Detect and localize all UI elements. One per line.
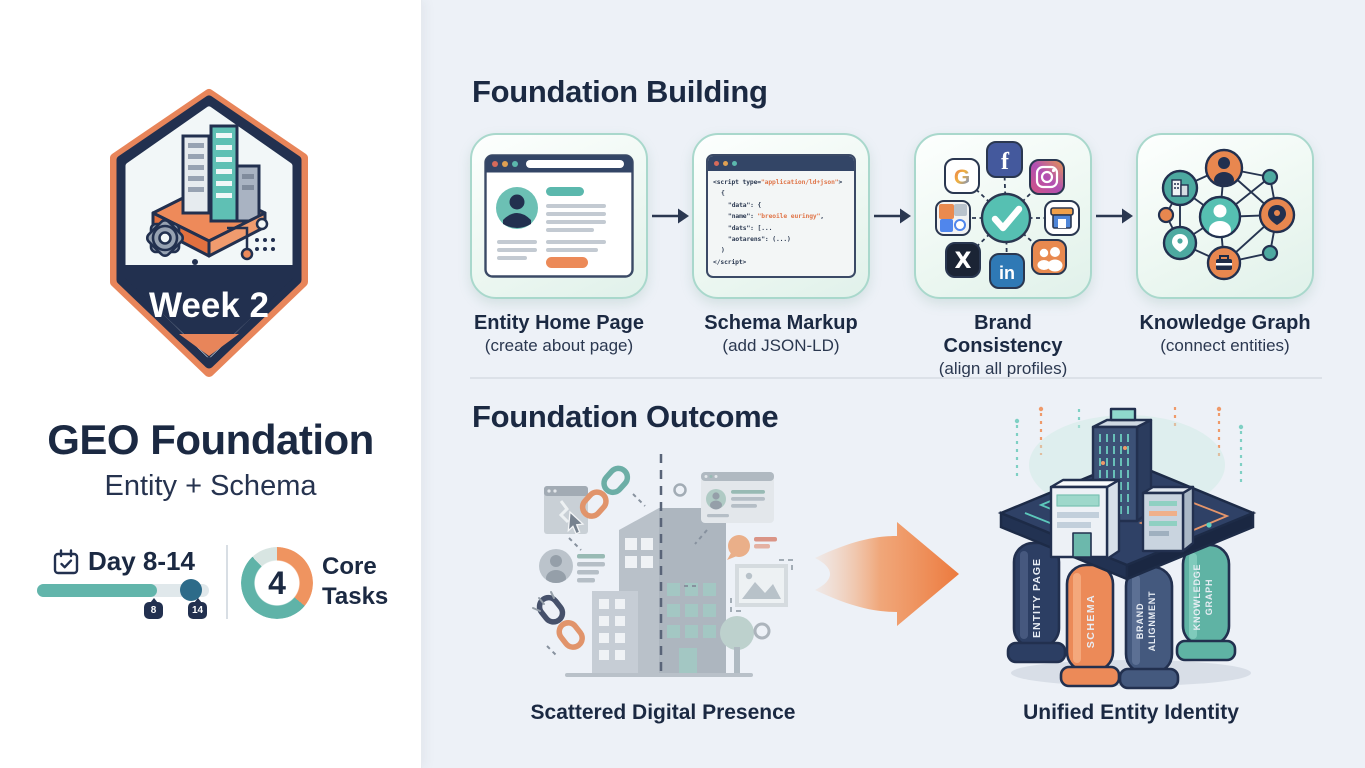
- contacts-icon: [1031, 239, 1067, 275]
- svg-text:G: G: [954, 166, 970, 189]
- broken-chain-icon: [536, 594, 585, 650]
- step-schema-markup: <script type="application/ld+json"> { "d…: [692, 133, 870, 356]
- scattered-illustration: [511, 438, 806, 698]
- right-panel: Foundation Building: [421, 0, 1365, 768]
- step-arrow-icon: [1092, 133, 1136, 299]
- svg-text:X: X: [955, 249, 972, 274]
- pillar-brand-alignment: [1118, 565, 1180, 690]
- svg-text:in: in: [999, 263, 1015, 283]
- slider-end-badge: 14: [188, 598, 207, 619]
- step-brand-consistency: G f: [914, 133, 1092, 379]
- chat-bubble-icon: [727, 535, 777, 560]
- pillar-label: ENTITY PAGE: [1031, 558, 1043, 638]
- location-node-icon: [1258, 196, 1296, 234]
- slider-start-badge: 8: [144, 598, 163, 619]
- unified-buildings-icon: [1049, 407, 1195, 561]
- step-title: Brand Consistency: [943, 312, 1063, 357]
- vertical-divider: [226, 545, 228, 619]
- badge-building-icon: [145, 124, 275, 265]
- step-subtitle: (create about page): [484, 336, 634, 355]
- step-card-entity-home-page: [470, 133, 648, 299]
- badge-triangle: [179, 334, 239, 356]
- day-range-label: Day 8-14: [88, 546, 195, 576]
- step-subtitle: (align all profiles): [938, 359, 1068, 378]
- network-node-small: [1157, 206, 1175, 224]
- instagram-icon: [1029, 159, 1065, 195]
- step-card-knowledge-graph: [1136, 133, 1314, 299]
- browser-profile-page-icon: [484, 154, 634, 278]
- unified-illustration: ENTITY PAGE SCHEMA BRAND ALIGNMENT KNOWL…: [979, 403, 1279, 696]
- x-icon: X: [945, 242, 981, 278]
- facebook-icon: f: [986, 141, 1023, 178]
- progress-slider: [37, 579, 209, 601]
- profile-card-icon: [701, 472, 774, 523]
- json-ld-snippet: <script type="application/ld+json"> { "d…: [713, 179, 843, 266]
- pillar-label: BRAND: [1135, 603, 1145, 640]
- tasks-donut: 4: [241, 547, 313, 619]
- profile-avatar-icon: [539, 549, 605, 583]
- section-heading-building: Foundation Building: [472, 74, 768, 109]
- step-title: Knowledge Graph: [1139, 312, 1311, 334]
- step-arrow-icon: [870, 133, 914, 299]
- pillar-label: ALIGNMENT: [1147, 591, 1157, 652]
- section-heading-outcome: Foundation Outcome: [472, 399, 779, 434]
- person-node-icon: [1198, 195, 1242, 239]
- step-card-brand-consistency: G f: [914, 133, 1092, 299]
- step-entity-home-page: Entity Home Page (create about page): [470, 133, 648, 356]
- tasks-donut-ring: [241, 547, 313, 619]
- badge-hexagon-icon: Week 2: [110, 89, 308, 377]
- pillar-entity-page: [1006, 541, 1067, 664]
- person-node-icon: [1204, 148, 1244, 188]
- social-profiles-check-icon: G f: [935, 141, 1080, 289]
- broken-chain-icon: [579, 465, 631, 519]
- step-arrow-icon: [648, 133, 692, 299]
- broken-page-icon: [544, 486, 588, 535]
- svg-text:f: f: [1001, 149, 1010, 175]
- image-placeholder-icon: [730, 559, 793, 612]
- network-node-small: [1261, 168, 1279, 186]
- calendar-icon: [53, 548, 79, 574]
- step-title: Schema Markup: [704, 312, 858, 334]
- week-badge: Week 2: [99, 88, 321, 380]
- entity-network-icon: [1157, 148, 1296, 281]
- pillar-knowledge-graph: [1175, 543, 1237, 662]
- step-card-schema-markup: <script type="application/ld+json"> { "d…: [692, 133, 870, 299]
- after-caption: Unified Entity Identity: [1023, 701, 1239, 724]
- section-divider: [470, 377, 1322, 379]
- step-subtitle: (connect entities): [1160, 336, 1290, 355]
- code-window-icon: <script type="application/ld+json"> { "d…: [706, 154, 856, 278]
- building-node-icon: [1161, 169, 1199, 207]
- network-node-small: [1261, 244, 1279, 262]
- pillar-label: SCHEMA: [1085, 594, 1097, 649]
- page-title: GEO Foundation: [47, 416, 374, 463]
- week-label: Week 2: [149, 286, 269, 325]
- foundation-steps-row: Entity Home Page (create about page) <sc…: [470, 133, 1314, 379]
- maps-icon: [935, 200, 971, 236]
- step-subtitle: (add JSON-LD): [722, 336, 840, 355]
- pillar-schema: [1059, 563, 1121, 688]
- transform-arrow-icon: [813, 518, 963, 635]
- left-panel: Week 2 GEO Foundation Entity + Schema Da…: [0, 0, 422, 768]
- step-knowledge-graph: Knowledge Graph (connect entities): [1136, 133, 1314, 356]
- briefcase-node-icon: [1206, 245, 1242, 281]
- step-title: Entity Home Page: [473, 312, 645, 334]
- google-icon: G: [944, 158, 980, 194]
- location-node-icon: [1162, 225, 1198, 261]
- tasks-count: 4: [268, 564, 286, 601]
- storefront-icon: [1044, 200, 1080, 236]
- linkedin-icon: in: [989, 253, 1025, 289]
- pillar-label: KNOWLEDGE: [1192, 564, 1202, 631]
- before-caption: Scattered Digital Presence: [530, 701, 796, 724]
- slider-fill: [37, 584, 158, 597]
- tasks-label: Core Tasks: [322, 553, 389, 610]
- check-icon: [980, 192, 1032, 244]
- slider-thumb: [180, 579, 202, 601]
- page-subtitle: Entity + Schema: [104, 470, 317, 502]
- pillar-label: GRAPH: [1204, 579, 1214, 616]
- gear-icon: [145, 218, 185, 258]
